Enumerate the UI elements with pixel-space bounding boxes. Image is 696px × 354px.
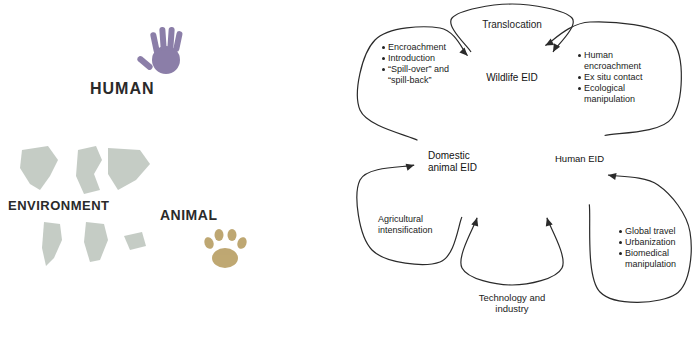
arrow-head: [406, 164, 415, 171]
note-block: Translocation: [470, 19, 554, 30]
circle-label: HUMAN: [90, 80, 185, 98]
factor-label: Technology and industry: [472, 292, 552, 314]
circle-label: Human EID: [555, 154, 605, 165]
circle-shape: [1, 126, 160, 285]
circle-shape: [113, 128, 268, 283]
flow-arrow: [461, 218, 563, 285]
arrow-head: [459, 48, 467, 56]
venn-circle: Human EID: [494, 102, 610, 218]
flow-arrow: [451, 4, 574, 52]
flow-arrow: [545, 22, 681, 136]
bullet-item: Global travel: [618, 226, 686, 237]
bullet-item: Biomedical manipulation: [618, 248, 686, 270]
circle-shape: [495, 103, 610, 218]
arrow-head: [545, 39, 554, 46]
bullet-item: “Spill-over” and “spill-back”: [381, 64, 455, 86]
circle-label: ANIMAL: [160, 207, 240, 223]
flow-arrow: [357, 164, 462, 265]
arrow-head: [608, 173, 617, 180]
arrow-line: [357, 27, 467, 140]
flow-arrow: [589, 173, 691, 302]
paw-print: [203, 229, 249, 268]
arrow-head: [546, 218, 553, 227]
text-wrap: Wildlife EID: [470, 72, 554, 84]
note-block: Technology and industry: [472, 292, 552, 314]
circle-shape: [54, 19, 213, 178]
bullet-list: Human encroachmentEx situ contactEcologi…: [577, 50, 653, 105]
arrow-head: [471, 218, 478, 227]
bullet-item: Introduction: [381, 53, 455, 64]
arrow-head: [553, 43, 560, 52]
text-wrap: Human EID: [555, 154, 605, 165]
factor-label: Translocation: [470, 19, 554, 30]
bullet-item: Urbanization: [618, 237, 686, 248]
circle-label: ENVIRONMENT: [8, 199, 120, 214]
arrow-line: [545, 22, 681, 136]
text-wrap: HUMAN: [90, 80, 185, 98]
bullet-item: Ex situ contact: [577, 72, 653, 83]
flow-arrow: [357, 27, 467, 140]
arrow-line: [589, 175, 691, 302]
circle-shape: [415, 103, 530, 218]
bullet-item: Ecological manipulation: [577, 83, 653, 105]
arrow-line: [451, 4, 574, 52]
hand-print: [136, 27, 183, 74]
circle-outline: [112, 127, 268, 283]
bullet-item: Encroachment: [381, 42, 455, 53]
text-wrap: ANIMAL: [160, 207, 240, 223]
circle-shape: [455, 36, 570, 151]
venn-circle: HUMAN: [53, 18, 213, 178]
circle-outline: [53, 18, 213, 178]
venn-circle: Wildlife EID: [454, 35, 570, 151]
bullet-list: Global travelUrbanizationBiomedical mani…: [618, 226, 686, 270]
bullet-item: Human encroachment: [577, 50, 653, 72]
circle-label: Domestic animal EID: [428, 150, 486, 173]
venn-circle: ENVIRONMENT: [0, 125, 160, 285]
text-wrap: ENVIRONMENT: [8, 199, 120, 214]
note-block: Agricultural intensification: [378, 214, 444, 236]
arrow-line: [461, 218, 563, 285]
venn-circle: ANIMAL: [112, 127, 268, 283]
circle-outline: [454, 35, 570, 151]
circle-label: Wildlife EID: [470, 72, 554, 84]
factor-label: Agricultural intensification: [378, 214, 444, 236]
venn-circle: Domestic animal EID: [414, 102, 530, 218]
bullet-list: EncroachmentIntroduction“Spill-over” and…: [381, 42, 455, 86]
arrow-line: [357, 165, 462, 264]
text-wrap: Domestic animal EID: [428, 150, 486, 173]
